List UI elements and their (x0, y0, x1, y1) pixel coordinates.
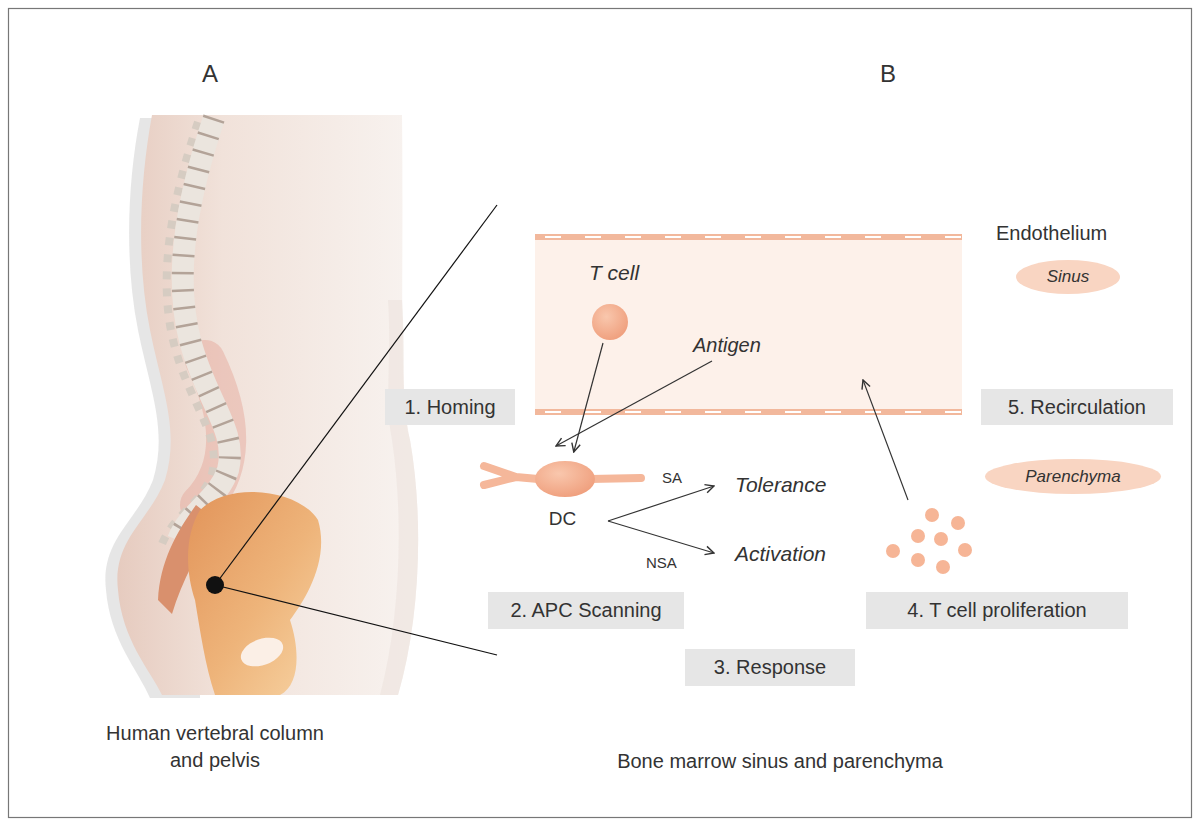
obturator-foramen (237, 632, 287, 671)
zoom-leader-line (215, 585, 497, 655)
node-label: 2. APC Scanning (510, 599, 661, 622)
node-label: 5. Recirculation (1008, 396, 1146, 419)
t-cell-dot (951, 516, 965, 530)
node-label: DC (480, 508, 645, 530)
dc-body (535, 461, 595, 497)
outcome-label: Tolerance (735, 471, 826, 498)
t-cell-dot (886, 544, 900, 558)
sinus-lumen (535, 240, 962, 409)
endothelium-wall (535, 234, 962, 240)
step-box: 3. Response (685, 649, 855, 686)
body-silhouette (117, 115, 418, 695)
dc-dendrites (590, 478, 641, 479)
step-box: 1. Homing (385, 389, 515, 425)
pelvis-bone (188, 492, 321, 695)
node-label: Parenchyma (1025, 467, 1120, 487)
pill-fill (985, 459, 1161, 494)
node-label: Sinus (1047, 267, 1090, 287)
sinus-vessel (535, 234, 962, 415)
t-cell-dot (925, 508, 939, 522)
structure-label: Endothelium (996, 220, 1107, 246)
region-pill: Sinus (1016, 260, 1120, 294)
endothelium-gaps (545, 236, 962, 238)
panel-caption: Human vertebral column and pelvis (90, 720, 340, 774)
panel-letter: A (202, 58, 218, 89)
marrow-site-dot (206, 576, 224, 594)
outcome-label: Activation (735, 540, 826, 567)
signal-label: SA (662, 468, 682, 488)
step-box: 5. Recirculation (981, 389, 1173, 425)
figure-frame (9, 9, 1192, 818)
belly-shading (380, 300, 418, 695)
t-cell-node: T cell (584, 261, 644, 343)
body-illustration (105, 115, 497, 698)
t-cell-dot (958, 543, 972, 557)
node-label: 1. Homing (404, 396, 495, 419)
t-cell-dot (936, 560, 950, 574)
t-cell-circle (592, 304, 628, 340)
panel-letter: B (880, 58, 896, 89)
endothelium-gaps (545, 411, 962, 413)
activation-arrow (608, 521, 714, 553)
pill-fill (1016, 260, 1120, 294)
vertebral-bodies (178, 118, 230, 540)
dendritic-cell-node: DC (480, 452, 645, 536)
flow-arrow (574, 343, 603, 452)
antigen-arrow (556, 361, 712, 446)
t-cell-dot (934, 532, 948, 546)
proliferating-t-cells (886, 508, 972, 574)
intervertebral-discs (178, 118, 230, 540)
dc-dendrites (484, 466, 538, 485)
recirculation-arrow (863, 380, 908, 500)
panel-caption: Bone marrow sinus and parenchyma (617, 748, 943, 774)
node-label: 4. T cell proliferation (907, 599, 1086, 622)
node-label: T cell (584, 261, 644, 285)
process-arrows (556, 361, 908, 553)
node-label: 3. Response (714, 656, 826, 679)
step-box: 2. APC Scanning (488, 592, 684, 629)
endothelium-wall (535, 409, 962, 415)
region-pill: Parenchyma (985, 459, 1161, 494)
t-cell-dot (911, 529, 925, 543)
step-box: 4. T cell proliferation (866, 592, 1128, 629)
t-cell-dot (911, 553, 925, 567)
antigen-label: Antigen (693, 332, 761, 358)
signal-label: NSA (646, 553, 677, 573)
tolerance-arrow (608, 486, 714, 521)
